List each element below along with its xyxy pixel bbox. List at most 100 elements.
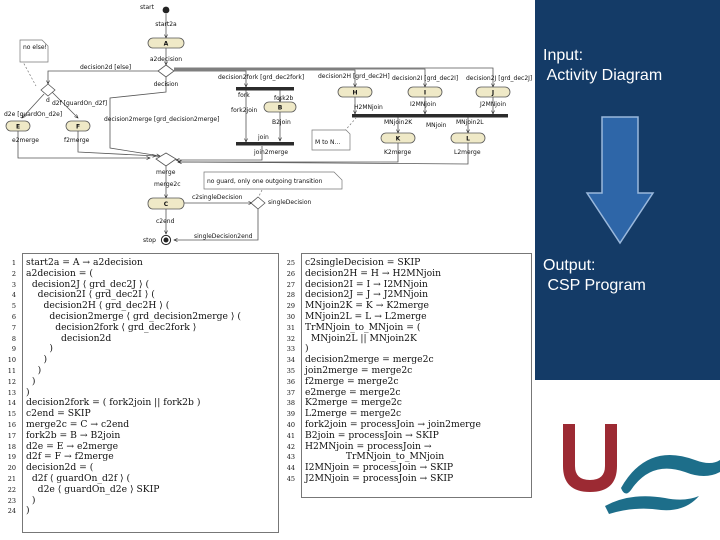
merge-diamond [155,152,177,167]
code-line: c2end = SKIP [26,408,91,420]
activity-diagram: start start2a A a2decision decision no e… [4,4,532,246]
label-decision2merge: decision2merge [grd_decision2merge] [104,116,219,123]
code-line-number: 42 [286,442,295,451]
code-line-number: 18 [7,442,16,451]
code-line-number: 36 [286,377,295,386]
code-line-number: 24 [7,507,16,516]
label-K: K [396,136,401,143]
label-MNjoin: MNjoin [426,122,447,129]
code-line: decision2fork = ( fork2join || fork2b ) [26,397,201,409]
code-line: decision2merge ⟨ grd_decision2merge ⟩ ( [26,311,241,322]
code-line-number: 11 [7,367,16,375]
label-J2MNjoin: J2MNjoin [479,101,506,108]
action-node-C[interactable] [147,197,185,210]
code-line-number: 3 [11,280,16,289]
label-singleDecision2end: singleDecision2end [194,233,253,240]
label-a2decision: a2decision [150,56,182,63]
code-line: ) [305,343,309,355]
label-E: E [16,124,20,131]
code-line: ) [26,343,53,355]
action-node-H[interactable] [337,86,373,98]
code-line-number: 22 [7,485,16,494]
label-decision2fork: decision2fork [grd_dec2fork] [218,74,304,81]
label-singleDecision: singleDecision [268,199,312,206]
code-line: decision2fork ⟨ grd_dec2fork ⟩ [26,321,197,333]
code-line-number: 13 [7,388,16,397]
code-line-number: 27 [286,280,295,289]
code-line: d2f ⟨ guardOn_d2f ⟩ ( [26,473,131,484]
code-line-number: 12 [7,377,16,386]
code-line: H2MNjoin = processJoin → [305,440,432,452]
code-line: f2merge = merge2c [305,375,399,387]
code-line: decision2H ⟨ grd_dec2H ⟩ ( [26,300,170,312]
action-node-J[interactable] [475,86,511,98]
code-line-number: 26 [286,269,295,278]
label-start: start [140,4,155,11]
code-line: ) [26,375,36,387]
action-node-B[interactable] [263,101,297,113]
d-diamond [40,83,56,97]
code-line: ) [26,365,42,376]
code-line-number: 44 [286,464,295,473]
label-note-no-else: no else! [23,44,47,51]
university-logo [535,380,720,540]
label-decision2d-else: decision2d [else] [80,64,131,71]
action-node-A[interactable] [147,37,185,49]
code-listing-right [301,253,532,498]
code-line-number: 28 [286,291,295,300]
code-line-number: 23 [7,496,16,505]
start-node [162,6,170,14]
code-line-number: 14 [7,399,16,408]
label-stop: stop [143,237,156,244]
code-line: fork2b = B → B2join [26,429,121,441]
code-line-number: 31 [286,323,295,332]
action-node-F[interactable] [65,120,91,132]
code-line: join2merge = merge2c [305,365,413,376]
note-no-guard [203,171,343,190]
single-decision-diamond [250,196,266,210]
action-node-E[interactable] [5,120,31,132]
label-note-m-to-n: M to N... [315,139,340,146]
label-c2end: c2end [156,218,175,225]
label-L: L [466,136,470,143]
label-d2f: d2f [guardOn_d2f] [52,100,107,107]
code-line-number: 20 [7,464,16,473]
code-line: B2join = processJoin → SKIP [305,429,439,441]
code-line: J2MNjoin = processJoin → SKIP [305,473,454,484]
code-line-number: 35 [286,367,295,375]
action-node-L[interactable] [450,132,486,144]
code-line-number: 15 [7,410,16,419]
label-start2a: start2a [155,21,177,28]
code-line-number: 19 [7,453,16,462]
down-arrow-icon [585,116,655,245]
code-line: TrMNjoin_to_MNjoin = ( [305,321,421,333]
code-line: d2e ⟨ guardOn_d2e ⟩ SKIP [26,483,160,495]
note-m-to-n [311,129,351,151]
code-line: start2a = A → a2decision [26,257,143,268]
code-line-number: 4 [11,291,16,300]
code-line: fork2join = processJoin → join2merge [305,419,481,430]
code-line-number: 2 [11,269,16,278]
code-line: d2f = F → f2merge [26,451,114,463]
label-I2MNjoin: I2MNjoin [410,101,436,108]
label-decision2J: decision2J [grd_dec2J] [466,75,532,82]
action-node-I[interactable] [407,86,443,98]
code-line: ) [26,505,30,517]
label-C: C [164,201,169,208]
label-H: H [352,90,357,97]
code-line: MNjoin2L = L → L2merge [305,311,427,322]
code-line: decision2J ⟨ grd_dec2J ⟩ ( [26,278,150,290]
code-line-number: 21 [7,475,16,483]
action-node-K[interactable] [380,132,416,144]
code-line: L2merge = merge2c [305,408,402,420]
label-fork: fork [238,92,250,99]
code-line-number: 34 [286,356,295,365]
code-line-number: 6 [11,313,16,321]
label-e2merge: e2merge [12,137,39,144]
code-line: decision2d = ( [26,462,94,474]
label-decision: decision [154,81,179,88]
code-line: TrMNjoin_to_MNjoin [305,451,445,463]
code-line-number: 38 [286,399,295,408]
label-f2merge: f2merge [64,137,90,144]
decision-diamond [157,64,175,78]
